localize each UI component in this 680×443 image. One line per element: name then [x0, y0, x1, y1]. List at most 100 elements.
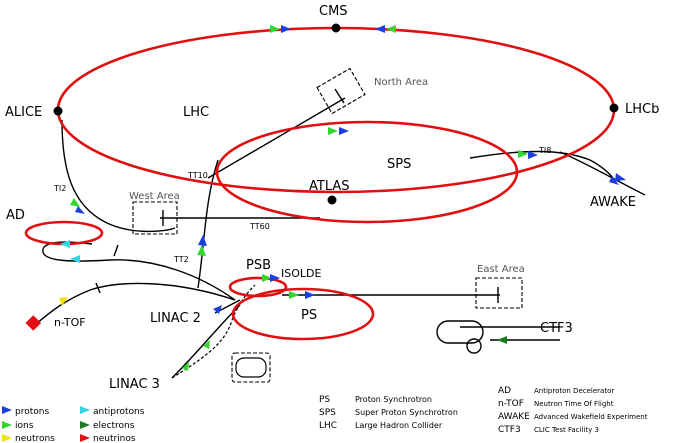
linac2-proton-arrow [213, 305, 222, 314]
abbr-sps: SPS [319, 408, 336, 418]
north-tick [334, 88, 345, 104]
lhc-ring [56, 26, 616, 194]
linac3-racetrack [235, 357, 267, 378]
legend-protons-label: protons [15, 407, 49, 417]
ad-tick [113, 244, 119, 257]
east-area-label: East Area [477, 264, 525, 275]
abbreviation-legend-2: AD Antiproton Decelerator n-TOF Neutron … [498, 386, 648, 435]
transfer-lines [34, 97, 646, 379]
ps-ion-arrow [289, 291, 299, 299]
awake-label: AWAKE [590, 195, 636, 210]
legend-antiprotons-label: antiprotons [93, 407, 145, 417]
sps-proton-arrow [339, 127, 349, 135]
ctf3-racetrack [436, 320, 484, 344]
ti2-proton-arrow [75, 206, 85, 214]
lhcb-dot [609, 103, 619, 113]
abbr-ad-full: Antiproton Decelerator [534, 387, 614, 395]
linac3-ion-arrow-1 [203, 340, 210, 349]
legend-antiprotons-icon [80, 406, 90, 414]
lhcb-proton-arrow [609, 176, 619, 185]
psb-label: PSB [246, 258, 271, 273]
tt2-label: TT2 [173, 255, 189, 264]
abbr-awake-full: Advanced Wakefield Experiment [534, 413, 648, 421]
abbreviation-legend-1: PS Proton Synchrotron SPS Super Proton S… [319, 395, 458, 431]
linac3-box [231, 352, 271, 383]
target-ticks [95, 88, 499, 303]
abbr-ps: PS [319, 395, 330, 405]
abbr-lhc-full: Large Hadron Collider [355, 421, 443, 430]
lhc-proton-arrow-1 [281, 25, 291, 33]
north-area-box [316, 67, 366, 115]
ad-label: AD [6, 208, 25, 223]
legend-ions-icon [2, 421, 12, 429]
linac3-ion-arrow-2 [182, 362, 189, 371]
experiment-dots [53, 23, 619, 205]
alice-label: ALICE [5, 105, 42, 120]
tt10-ion-arrow [197, 245, 206, 256]
abbr-sps-full: Super Proton Synchrotron [355, 408, 458, 417]
sps-ring [215, 120, 519, 224]
legend-electrons-label: electrons [93, 421, 135, 431]
linac3-dashed [171, 284, 256, 379]
ntof-target [25, 315, 42, 331]
ti8-label: TI8 [538, 146, 551, 155]
north-area-line [207, 97, 346, 179]
atlas-dot [327, 195, 337, 205]
ntof-tick [95, 282, 101, 294]
abbr-ad: AD [498, 386, 511, 396]
cms-dot [331, 23, 341, 33]
lhc-proton-arrow-2 [375, 25, 385, 33]
alice-dot [53, 106, 63, 116]
sps-label: SPS [387, 157, 411, 172]
ti2-label: TI2 [53, 184, 66, 193]
beam-arrows [59, 25, 626, 371]
psb-proton-arrow [270, 274, 280, 282]
cms-label: CMS [319, 4, 348, 19]
west-area-label: West Area [129, 191, 180, 202]
abbr-ctf3-full: CLIC Test Facility 3 [534, 426, 599, 434]
west-area-box [132, 201, 178, 235]
tt10-proton-arrow [198, 235, 207, 246]
abbr-lhc: LHC [319, 421, 337, 431]
legend-ions-label: ions [15, 421, 34, 431]
tt10-line [197, 159, 219, 289]
ad-ring [24, 220, 104, 246]
east-area-box [475, 277, 523, 309]
psb-ion-arrow [262, 274, 272, 282]
tt60-label: TT60 [249, 222, 270, 231]
legend-neutrinos-label: neutrinos [93, 434, 136, 443]
atlas-label: ATLAS [309, 179, 350, 194]
linac3-label: LINAC 3 [109, 377, 160, 392]
ps-ring [231, 287, 375, 341]
labels: CMS ALICE LHCb ATLAS LHC SPS PS PSB AD L… [5, 4, 659, 392]
particle-legend: protons ions neutrons antiprotons electr… [2, 406, 145, 443]
north-area-label: North Area [374, 77, 428, 88]
ad-antiproton-arrow-1 [60, 240, 70, 248]
psb-ring [228, 276, 288, 298]
legend-protons-icon [2, 406, 12, 414]
abbr-awake: AWAKE [498, 412, 530, 422]
ps-label: PS [301, 308, 317, 323]
legend-neutrons-label: neutrons [15, 434, 55, 443]
ti2-ion-arrow [70, 198, 80, 207]
awake-line [559, 151, 646, 196]
ad-antiproton-arrow-2 [70, 255, 80, 263]
abbr-ps-full: Proton Synchrotron [355, 395, 432, 404]
abbr-ntof: n-TOF [498, 399, 524, 409]
ntof-neutron-arrow [59, 297, 68, 306]
ps-proton-arrow [305, 291, 315, 299]
legend-neutrons-icon [2, 434, 12, 442]
linac3-dashed-1 [171, 319, 233, 379]
abbr-ntof-full: Neutron Time Of Flight [534, 400, 614, 408]
abbr-ctf3: CTF3 [498, 425, 521, 435]
legend-neutrinos-icon [80, 434, 90, 442]
lhc-ion-arrow-1 [270, 25, 280, 33]
ti8-ion-arrow [518, 150, 528, 158]
lhc-label: LHC [183, 105, 209, 120]
lhc-ion-arrow-2 [386, 25, 396, 33]
legend-electrons-icon [80, 421, 90, 429]
lhcb-label: LHCb [625, 102, 659, 117]
area-boxes [132, 67, 523, 383]
sps-ion-arrow [328, 127, 338, 135]
ti8-proton-arrow [528, 151, 538, 159]
